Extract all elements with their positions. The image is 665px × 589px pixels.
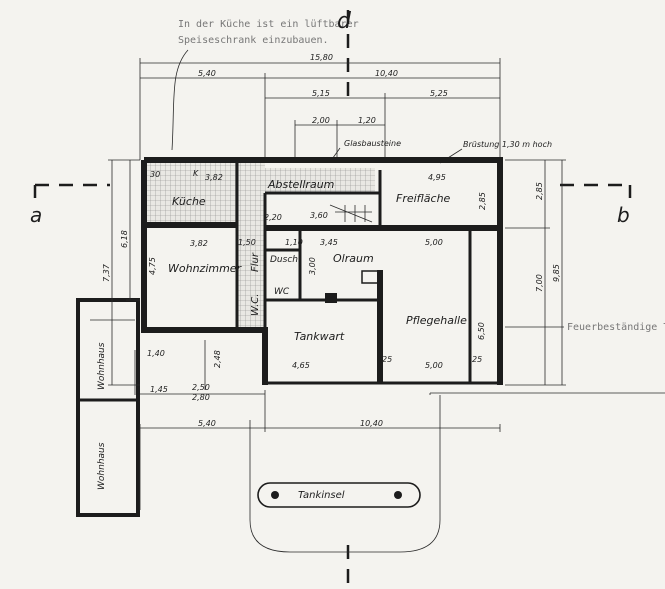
tank-island-label: Tankinsel	[298, 490, 345, 501]
dim-top-120: 1,20	[358, 116, 376, 125]
room-olraum: Olraum	[333, 252, 374, 265]
room-pflegehalle: Pflegehalle	[406, 314, 467, 327]
dim-olr-345: 3,45	[320, 238, 338, 247]
room-wohnzimmer: Wohnzimmer	[168, 262, 243, 275]
dim-pflege-650: 6,50	[477, 322, 486, 340]
dim-mid-140: 1,40	[147, 349, 165, 358]
dim-small-110: 1,10	[285, 238, 303, 247]
section-mark-d: d	[337, 9, 352, 34]
dim-bot-280: 2,80	[192, 393, 210, 402]
dim-bot-250: 2,50	[192, 383, 210, 392]
dim-wall-25a: 25	[382, 355, 392, 364]
dim-total-top: 15,80	[310, 53, 333, 62]
section-mark-b: b	[617, 203, 630, 227]
forecourt-outline	[249, 392, 665, 553]
dim-left-737: 7,37	[102, 263, 111, 282]
dim-right-985: 9,85	[552, 264, 561, 282]
top-dimension-chains	[139, 58, 501, 160]
dim-bot-540: 5,40	[198, 419, 216, 428]
storage-tile-area	[265, 168, 375, 193]
dim-wohn-382: 3,82	[190, 239, 208, 248]
room-wc-big: W.C.	[250, 294, 261, 316]
kitchen-note-line2: Speiseschrank einzubauen.	[178, 35, 329, 46]
dim-bot-1040: 10,40	[360, 419, 383, 428]
fire-door-note: Feuerbeständige Tü	[567, 322, 665, 333]
left-dimension-chains	[108, 159, 140, 386]
parapet-note: Brüstung 1,30 m hoch	[463, 140, 552, 149]
dim-left-475: 4,75	[148, 257, 157, 275]
dim-olr-300: 3,00	[308, 257, 317, 275]
neighbour-building	[76, 298, 140, 517]
dim-right-700: 7,00	[535, 274, 544, 292]
dim-frei-495: 4,95	[428, 173, 446, 182]
kitchen-k-mark: K	[193, 169, 199, 178]
room-wc-small: WC	[274, 287, 290, 297]
dim-wall-25b: 25	[472, 355, 482, 364]
dim-right-285-b: 2,85	[478, 192, 487, 210]
dim-flur-150: 1,50	[238, 238, 256, 247]
dim-olr-500: 5,00	[425, 238, 443, 247]
kitchen-note-line1: In der Küche ist ein lüftbarer	[178, 19, 359, 30]
glass-block-note: Glasbausteine	[344, 139, 401, 148]
dim-top-540: 5,40	[198, 69, 216, 78]
room-tankwart: Tankwart	[294, 330, 345, 343]
stairs	[329, 204, 373, 223]
corridor-tile-area	[237, 163, 265, 329]
dim-tank-465: 4,65	[292, 361, 310, 370]
room-abstellraum: Abstellraum	[267, 178, 334, 191]
dim-left-618: 6,18	[120, 230, 129, 248]
dim-mid-248: 2,48	[213, 350, 222, 368]
dim-wall-30: 30	[150, 170, 160, 179]
section-mark-a: a	[30, 203, 42, 227]
neighbour-label-1: Wohnhaus	[97, 342, 107, 390]
note-leader-line	[171, 49, 189, 151]
room-dusche: Dusch	[270, 255, 298, 265]
room-freiflaeche: Freifläche	[396, 192, 451, 205]
dim-bot-145: 1,45	[150, 385, 168, 394]
dim-top-525: 5,25	[430, 89, 448, 98]
dim-top-200: 2,00	[312, 116, 330, 125]
dim-small-220: 2,20	[264, 213, 282, 222]
dim-right-285-a: 2,85	[535, 182, 544, 200]
dim-top-515: 5,15	[312, 89, 330, 98]
neighbour-label-2: Wohnhaus	[97, 442, 107, 490]
dim-kitchen-382: 3,82	[205, 173, 223, 182]
bottom-dimension-chains	[139, 340, 501, 510]
room-flur: Flur	[250, 252, 261, 272]
tank-island	[257, 482, 421, 508]
building-walls	[141, 157, 503, 385]
kitchen-tile-area	[144, 163, 237, 225]
dim-pflege-500: 5,00	[425, 361, 443, 370]
room-kueche: Küche	[172, 195, 206, 208]
dim-top-1040: 10,40	[375, 69, 398, 78]
right-dimension-chains	[505, 159, 566, 386]
dim-abst-360: 3,60	[310, 211, 328, 220]
